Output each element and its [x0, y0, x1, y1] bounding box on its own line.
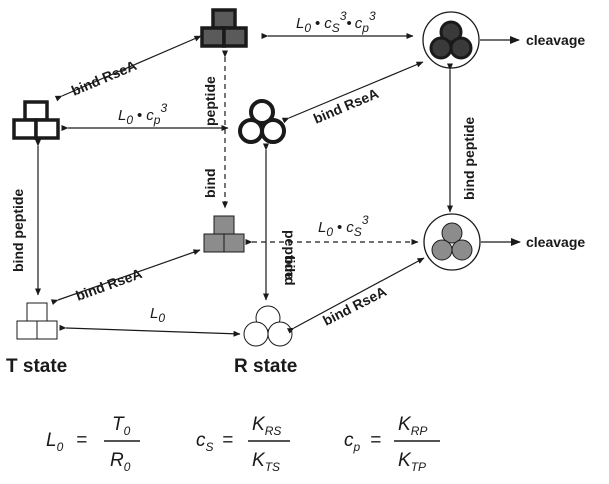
- top-rate-expression: L0•cS3•cp3: [296, 9, 376, 35]
- svg-text:KRP: KRP: [398, 414, 427, 438]
- t-state-rsea-bound-icon: [203, 215, 245, 253]
- bind-label-dashed: bind: [202, 168, 218, 198]
- r-state-double-bound-icon: [422, 11, 480, 69]
- bind-peptide-label-left: bind peptide: [10, 189, 26, 272]
- bind-rsea-label-lower-right: bind RseA: [320, 283, 389, 329]
- bind-rsea-label-center: bind RseA: [311, 85, 381, 127]
- bind-rsea-label-upper-left: bind RseA: [69, 57, 139, 99]
- r-state-label: R state: [234, 356, 297, 377]
- basal-rate-expression: L0: [150, 305, 165, 325]
- rsea-rate-expression: L0•cS3: [318, 213, 369, 239]
- t-state-label: T state: [6, 356, 67, 377]
- t-peptide-rsea-arrow: [54, 35, 202, 102]
- peptide-label-solid: peptide: [282, 230, 298, 280]
- bind-rsea-label-lower-left: bind RseA: [74, 265, 145, 304]
- svg-text:T0: T0: [112, 414, 131, 438]
- cleavage-label-bottom: cleavage: [526, 234, 585, 250]
- equation-cp: cp = KRP KTP: [344, 414, 440, 474]
- bind-peptide-label-right: bind peptide: [461, 117, 477, 200]
- t-state-double-bound-icon: [200, 8, 248, 48]
- t-state-empty-icon: [16, 302, 58, 340]
- bottom-equilibrium-arrow: [59, 324, 241, 337]
- r-state-rsea-bound-icon: [423, 213, 481, 271]
- t-empty-rsea-arrow: [50, 249, 201, 305]
- svg-text:=: =: [370, 430, 381, 451]
- peptide-label-dashed: peptide: [202, 76, 218, 126]
- svg-text:KTP: KTP: [398, 450, 426, 474]
- cleavage-label-top: cleavage: [526, 32, 585, 48]
- equation-l0: L0 = T0 R0: [46, 414, 140, 474]
- t-state-peptide-bound-icon: [12, 100, 60, 140]
- svg-text:cS: cS: [196, 430, 214, 454]
- svg-text:=: =: [222, 430, 233, 451]
- svg-text:R0: R0: [110, 450, 131, 474]
- peptide-rate-expression: L0•cp3: [118, 101, 167, 127]
- svg-text:KTS: KTS: [252, 450, 280, 474]
- r-state-empty-icon: [243, 305, 293, 347]
- svg-text:=: =: [76, 430, 87, 451]
- svg-text:cp: cp: [344, 430, 361, 454]
- r-state-peptide-bound-icon: [238, 99, 286, 144]
- svg-text:L0: L0: [46, 430, 64, 454]
- r-peptide-rsea-arrow: [281, 61, 424, 124]
- equation-cs: cS = KRS KTS: [196, 414, 290, 474]
- bind-label-solid: bind: [282, 256, 298, 286]
- r-empty-rsea-arrow: [286, 257, 425, 334]
- svg-text:KRS: KRS: [252, 414, 281, 438]
